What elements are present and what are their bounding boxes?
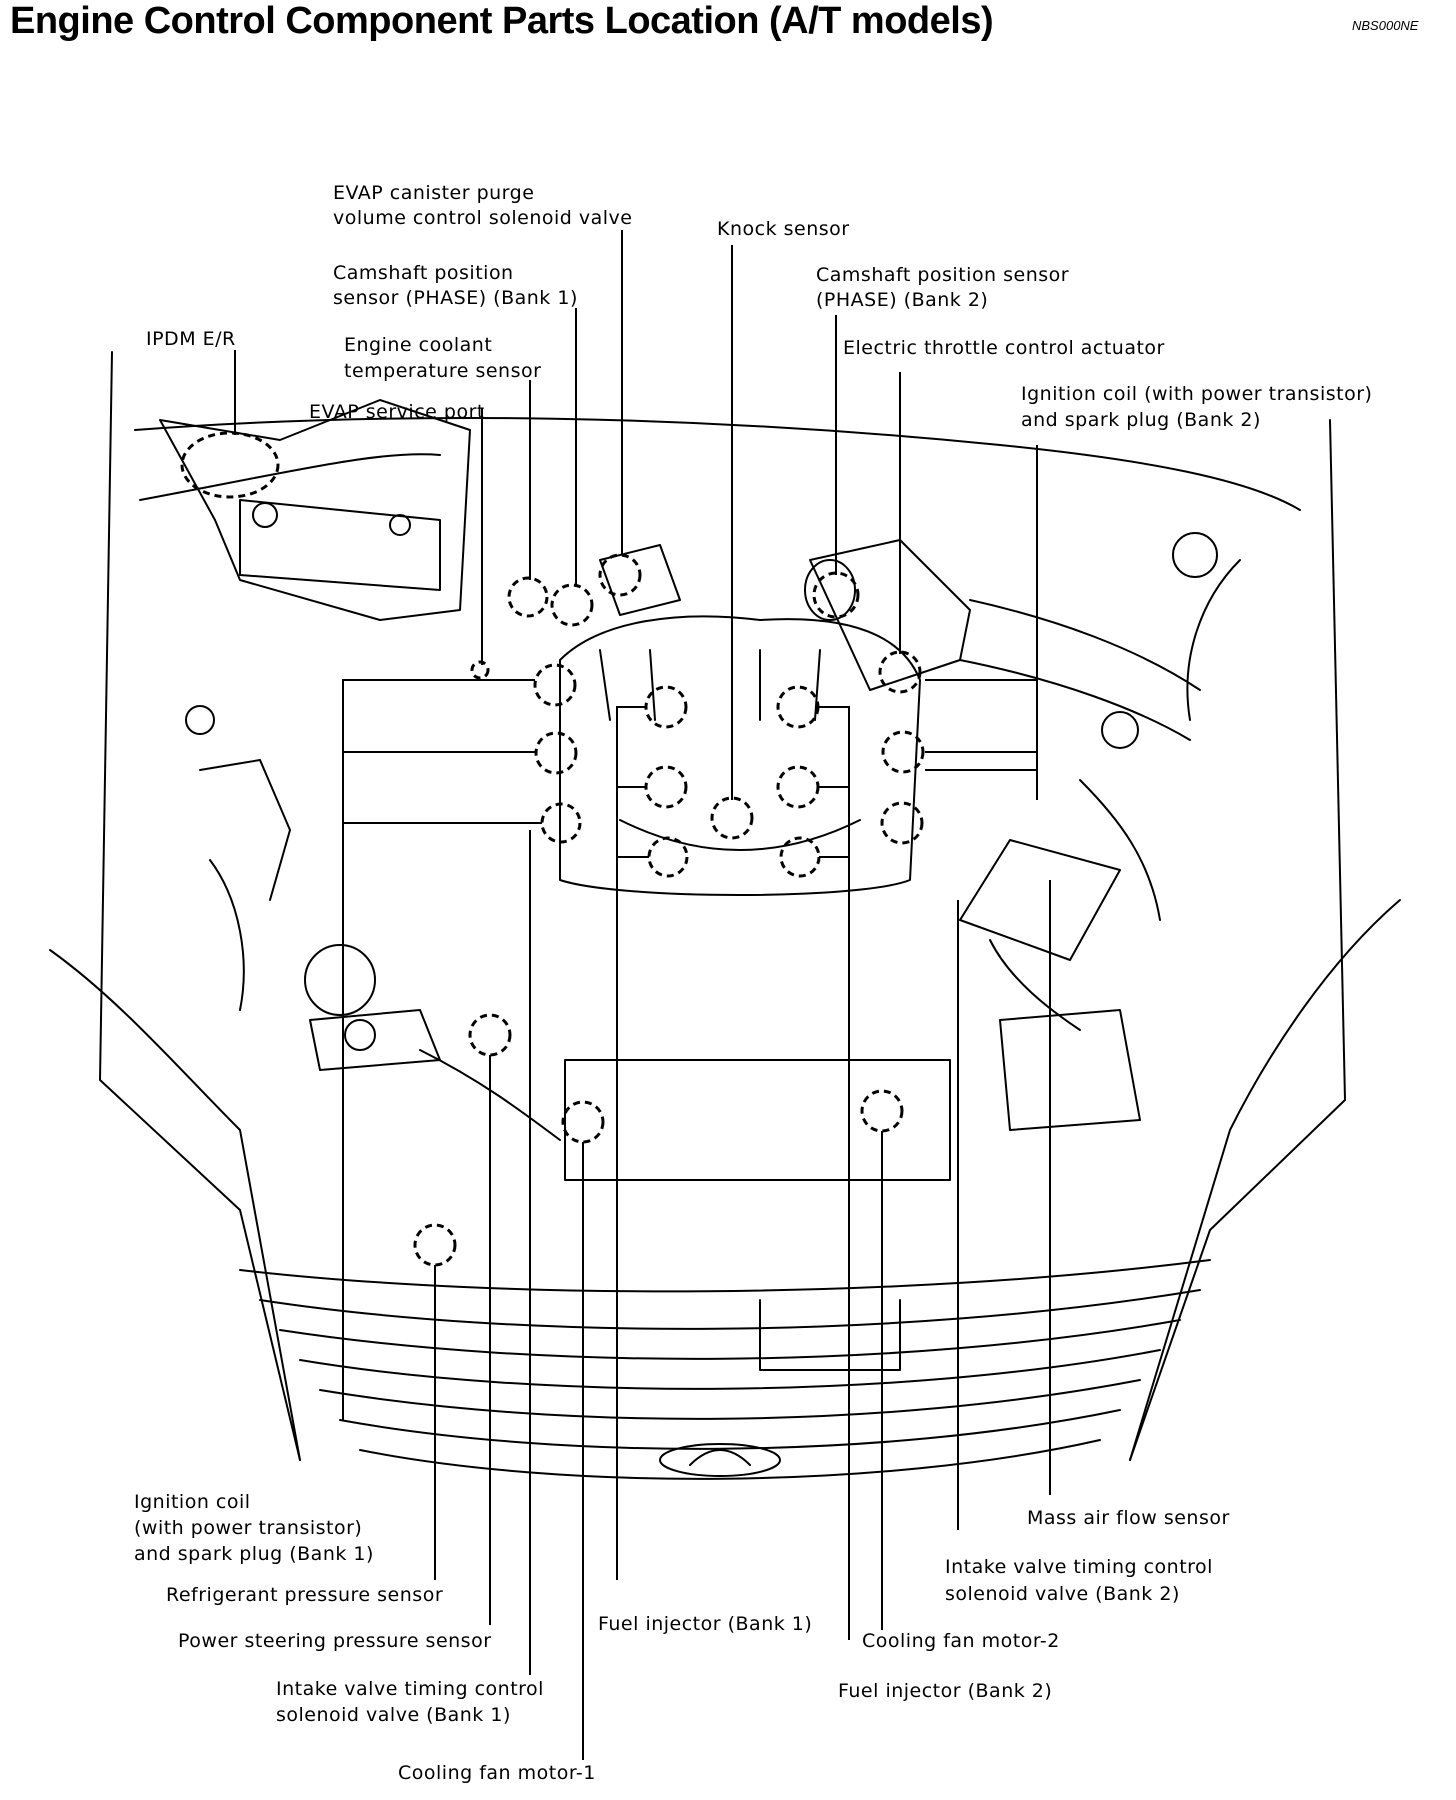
labels: EVAP canister purge volume control solen…	[134, 182, 1372, 1784]
air-duct	[804, 539, 1201, 1031]
page-title: Engine Control Component Parts Location …	[10, 0, 994, 42]
label-ipdm: IPDM E/R	[146, 328, 236, 350]
label-knock-sensor: Knock sensor	[717, 218, 850, 240]
marker-throttle	[878, 650, 922, 694]
marker-ign1-c	[540, 802, 582, 844]
figure-code: NBS000NE	[1352, 18, 1419, 33]
leader-lines	[234, 230, 1051, 1760]
marker-fan1	[561, 1100, 605, 1144]
marker-ign2-b	[880, 801, 924, 845]
marker-ign1-a	[533, 663, 577, 707]
front-grille	[259, 1289, 1201, 1480]
label-evap-purge-2: volume control solenoid valve	[333, 207, 632, 229]
label-ign-bank1-2: (with power transistor)	[134, 1517, 362, 1539]
label-ign-bank1-3: and spark plug (Bank 1)	[134, 1543, 374, 1565]
label-ign-bank2-2: and spark plug (Bank 2)	[1021, 409, 1261, 431]
marker-knock	[710, 796, 754, 840]
marker-refrigerant	[413, 1223, 457, 1267]
marker-inj1-c	[647, 836, 689, 878]
label-refrigerant-sensor: Refrigerant pressure sensor	[166, 1584, 443, 1606]
marker-ign2-a	[881, 730, 925, 774]
marker-ipdm	[180, 431, 280, 499]
label-throttle-actuator: Electric throttle control actuator	[843, 337, 1165, 359]
label-cmp-bank2-1: Camshaft position sensor	[816, 264, 1069, 286]
radiator-area	[304, 944, 1141, 1181]
marker-ign1-b	[534, 731, 578, 775]
marker-inj1-a	[644, 685, 688, 729]
label-injector-bank2: Fuel injector (Bank 2)	[838, 1680, 1052, 1702]
hood-outline	[49, 351, 1401, 1461]
label-ivt-bank1-2: solenoid valve (Bank 1)	[276, 1704, 511, 1726]
marker-inj2-c	[779, 836, 821, 878]
label-cmp-bank1-2: sensor (PHASE) (Bank 1)	[333, 287, 578, 309]
label-ivt-bank1-1: Intake valve timing control	[276, 1678, 544, 1700]
label-ps-sensor: Power steering pressure sensor	[178, 1630, 492, 1652]
label-ivt-bank2-2: solenoid valve (Bank 2)	[945, 1583, 1180, 1605]
label-cmp-bank2-2: (PHASE) (Bank 2)	[816, 289, 988, 311]
label-ect-1: Engine coolant	[344, 334, 492, 356]
marker-cmp-bank2	[812, 571, 860, 619]
label-fan-motor2: Cooling fan motor-2	[862, 1630, 1060, 1652]
component-markers	[180, 431, 925, 1267]
intake-plenum	[559, 544, 921, 896]
marker-inj1-b	[644, 765, 688, 809]
label-evap-purge-1: EVAP canister purge	[333, 182, 534, 204]
label-ign-bank1-1: Ignition coil	[134, 1491, 251, 1513]
marker-cmp-bank1	[550, 583, 594, 627]
label-ect-2: temperature sensor	[344, 360, 541, 382]
label-ign-bank2-1: Ignition coil (with power transistor)	[1021, 383, 1372, 405]
label-fan-motor1: Cooling fan motor-1	[398, 1762, 596, 1784]
label-ivt-bank2-1: Intake valve timing control	[945, 1556, 1213, 1578]
label-evap-service-port: EVAP service port	[309, 401, 485, 423]
marker-inj2-a	[776, 685, 820, 729]
label-cmp-bank1-1: Camshaft position	[333, 262, 514, 284]
marker-inj2-b	[776, 765, 820, 809]
marker-evap-purge	[598, 553, 642, 597]
battery-area	[159, 399, 471, 621]
marker-ps	[468, 1013, 512, 1057]
marker-ect	[507, 576, 549, 618]
side-hoses	[185, 532, 1241, 1011]
marker-fan2	[860, 1089, 904, 1133]
label-maf-sensor: Mass air flow sensor	[1027, 1507, 1230, 1529]
marker-service-port	[470, 660, 490, 680]
label-injector-bank1: Fuel injector (Bank 1)	[598, 1613, 812, 1635]
